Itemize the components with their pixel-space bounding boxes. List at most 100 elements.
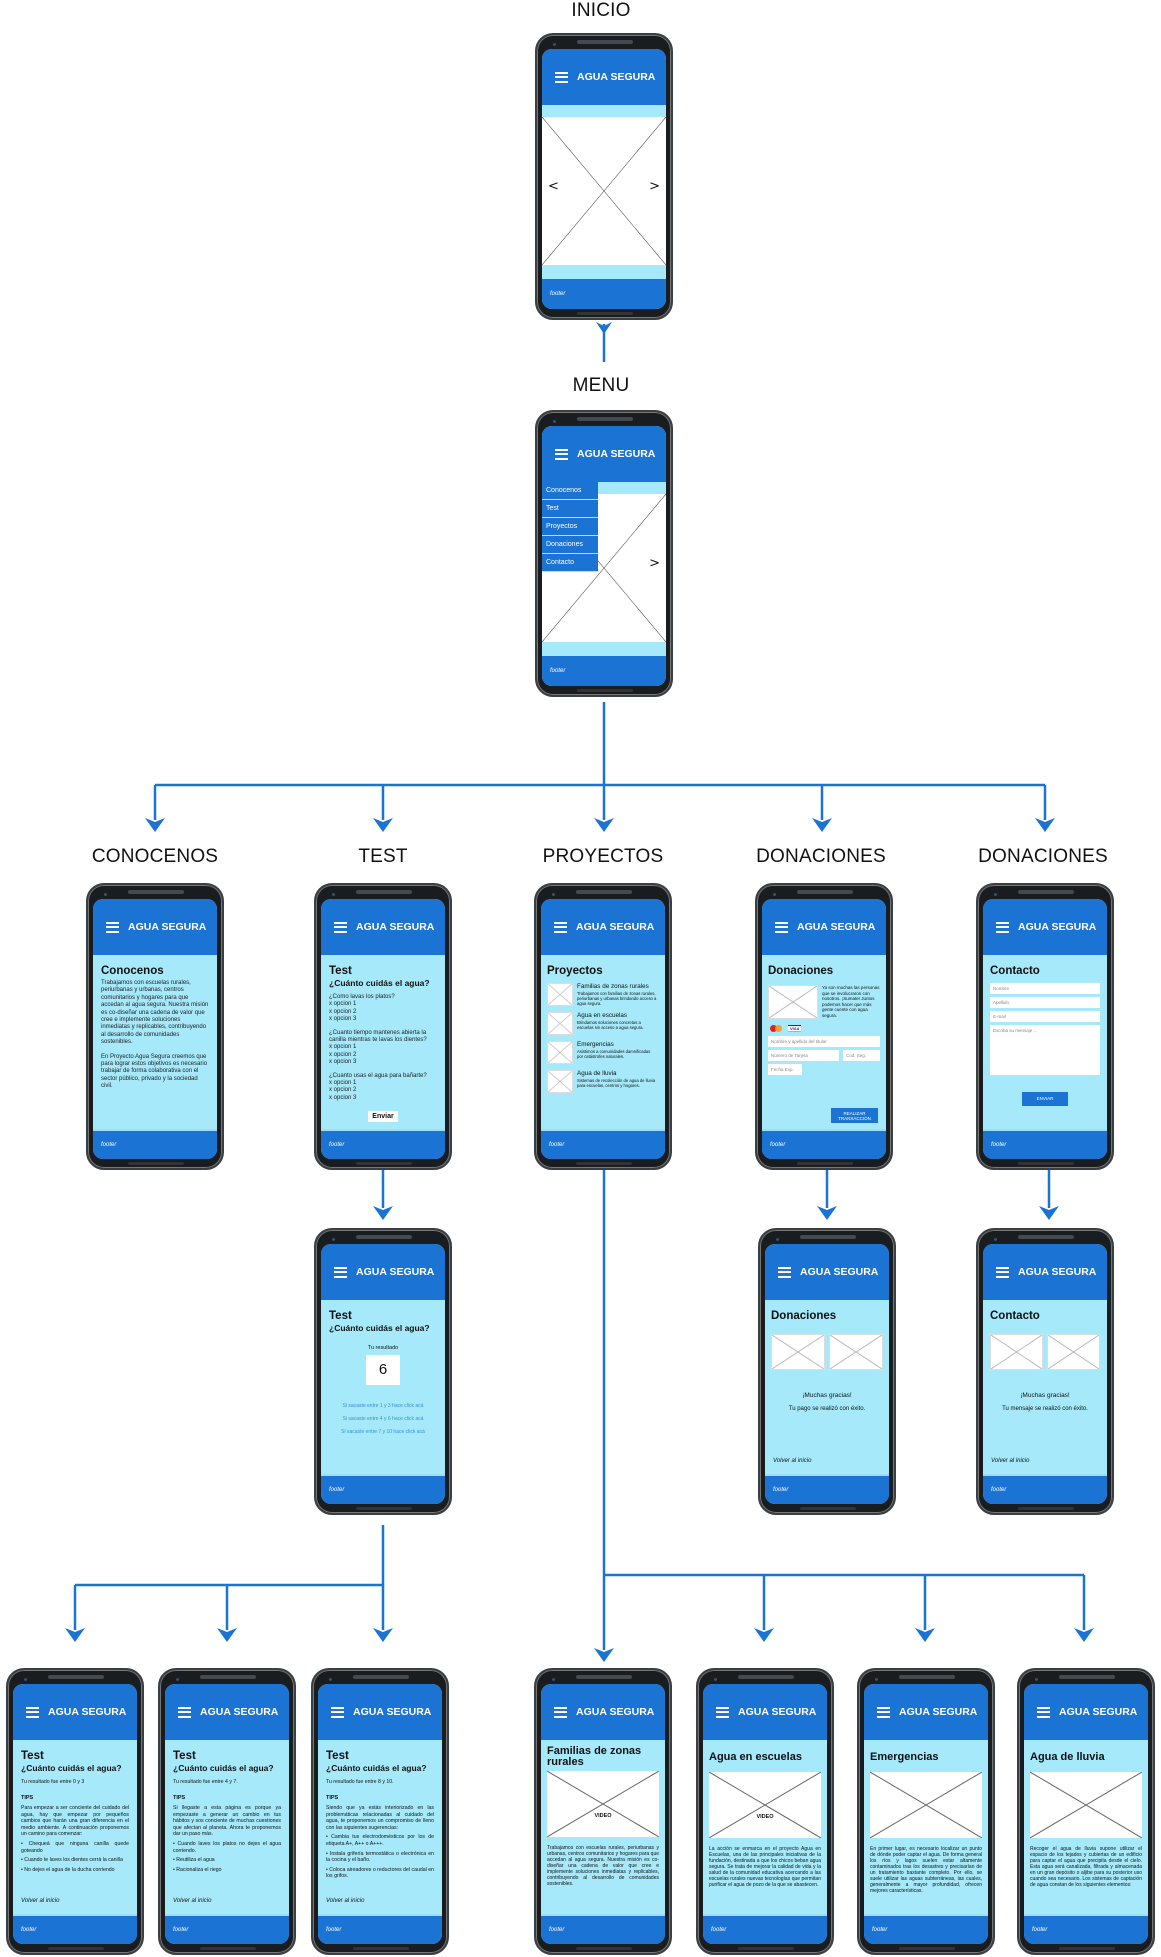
brand-title: AGUA SEGURA — [356, 1266, 435, 1278]
submit-transaction-button[interactable]: REALIZAR TRANSACCIÓN — [831, 1108, 878, 1123]
carousel-next-icon[interactable]: > — [649, 556, 660, 572]
back-home-link[interactable]: Volver al inicio — [773, 1458, 812, 1464]
label-test: TEST — [358, 846, 408, 867]
message-textarea[interactable]: Escriba su mensaje ... — [990, 1025, 1100, 1075]
hamburger-icon[interactable] — [775, 921, 788, 933]
option-radio[interactable]: x opcion 2 — [329, 1087, 357, 1094]
expiry-date-input[interactable]: Fecha Exp. — [768, 1064, 802, 1075]
footer: footer — [93, 1129, 217, 1159]
page-title: Test — [329, 965, 352, 977]
menu-item-proyectos[interactable]: Proyectos — [542, 518, 598, 536]
cardholder-name-input[interactable]: Nombre y apellido del titular — [768, 1036, 880, 1047]
submit-button[interactable]: Enviar — [368, 1111, 398, 1123]
page-title: Donaciones — [768, 965, 834, 977]
first-name-input[interactable]: Nombre — [990, 983, 1100, 994]
result-link-4-6[interactable]: Si sacaste entre 4 y 6 hace click acá — [342, 1416, 424, 1422]
result-range: Tu resultado fue entre 8 y 10. — [326, 1779, 394, 1785]
label-conocenos: CONOCENOS — [91, 846, 219, 867]
project-name: Emergencias — [577, 1041, 614, 1048]
menu-item-test[interactable]: Test — [542, 500, 598, 518]
project-list-item[interactable]: Familias de zonas rurales Trabajamos con… — [547, 983, 657, 1006]
project-list-item[interactable]: Agua de lluvia Sistemas de recolección d… — [547, 1070, 657, 1093]
hamburger-icon[interactable] — [334, 921, 347, 933]
hamburger-icon[interactable] — [106, 921, 119, 933]
phone-donaciones: AGUA SEGURA Donaciones Ya son muchas las… — [755, 883, 893, 1170]
footer: footer — [762, 1129, 886, 1159]
footer: footer — [321, 1129, 445, 1159]
menu-item-contacto[interactable]: Contacto — [542, 554, 598, 572]
about-paragraph-1: Trabajamos con escuelas rurales, periurb… — [101, 980, 209, 1046]
menu-item-conocenos[interactable]: Conocenos — [542, 482, 598, 500]
app-header: AGUA SEGURA — [541, 1684, 665, 1740]
footer: footer — [542, 279, 666, 309]
project-thumbnail — [547, 1041, 573, 1064]
carousel-prev-icon[interactable]: < — [548, 179, 559, 195]
option-radio[interactable]: x opcion 3 — [329, 1094, 357, 1101]
phone-contacto-ok: AGUA SEGURA Contacto ¡Muchas gracias! Tu… — [976, 1228, 1114, 1515]
project-list-item[interactable]: Emergencias Asistimos a comunidades damn… — [547, 1041, 657, 1064]
hamburger-icon[interactable] — [178, 1706, 191, 1718]
option-radio[interactable]: x opcion 1 — [329, 1044, 357, 1051]
video-placeholder[interactable] — [1030, 1772, 1142, 1838]
tip-item: • Cuando te laves los dientes cerrá la c… — [21, 1857, 123, 1864]
menu-item-donaciones[interactable]: Donaciones — [542, 536, 598, 554]
tips-intro: Para empezar a ser conciente del cuidado… — [21, 1805, 129, 1838]
tip-item: • Racionaliza el riego — [173, 1866, 222, 1873]
hamburger-icon[interactable] — [334, 1266, 347, 1278]
app-header: AGUA SEGURA — [318, 1684, 442, 1740]
carousel-placeholder: < > — [542, 117, 666, 265]
question-3: ¿Cuanto usas el agua para bañarte? x opc… — [329, 1073, 437, 1103]
video-placeholder[interactable]: VIDEO — [547, 1771, 659, 1837]
back-home-link[interactable]: Volver al inicio — [991, 1458, 1030, 1464]
hamburger-icon[interactable] — [996, 921, 1009, 933]
video-placeholder[interactable]: VIDEO — [709, 1772, 821, 1838]
hamburger-icon[interactable] — [555, 448, 568, 460]
result-link-1-3[interactable]: Si sacaste entre 1 y 3 hace click acá — [342, 1403, 424, 1409]
project-list-item[interactable]: Agua en escuelas Brindamos soluciones co… — [547, 1012, 657, 1035]
hamburger-icon[interactable] — [996, 1266, 1009, 1278]
footer: footer — [321, 1474, 445, 1504]
brand-title: AGUA SEGURA — [128, 921, 207, 933]
hamburger-icon[interactable] — [554, 921, 567, 933]
page-title: Emergencias — [870, 1751, 939, 1763]
page-subtitle: ¿Cuánto cuidás el agua? — [329, 978, 430, 988]
option-radio[interactable]: x opcion 2 — [329, 1008, 357, 1015]
video-placeholder[interactable] — [870, 1772, 982, 1838]
back-home-link[interactable]: Volver al inicio — [173, 1898, 212, 1904]
option-radio[interactable]: x opcion 1 — [329, 1001, 357, 1008]
hamburger-icon[interactable] — [554, 1706, 567, 1718]
hamburger-icon[interactable] — [331, 1706, 344, 1718]
hamburger-icon[interactable] — [1037, 1706, 1050, 1718]
hamburger-icon[interactable] — [778, 1266, 791, 1278]
app-header: AGUA SEGURA — [321, 899, 445, 955]
send-button[interactable]: ENVIAR — [1022, 1091, 1068, 1106]
hamburger-icon[interactable] — [555, 71, 568, 83]
email-input[interactable]: E-mail — [990, 1011, 1100, 1022]
hamburger-icon[interactable] — [26, 1706, 39, 1718]
card-number-input[interactable]: Número de Tarjeta — [768, 1050, 839, 1061]
back-home-link[interactable]: Volver al inicio — [326, 1898, 365, 1904]
last-name-input[interactable]: Apellido — [990, 997, 1100, 1008]
result-link-7-10[interactable]: Si sacaste entre 7 y 10 hace click acá — [341, 1429, 425, 1435]
image-placeholder — [771, 1334, 825, 1370]
thanks-message: ¡Muchas gracias! — [1020, 1392, 1070, 1399]
security-code-input[interactable]: Cod. Seg. — [843, 1050, 880, 1061]
brand-title: AGUA SEGURA — [576, 921, 655, 933]
option-radio[interactable]: x opcion 3 — [329, 1059, 357, 1066]
hamburger-icon[interactable] — [877, 1706, 890, 1718]
page-title: Test — [326, 1750, 349, 1762]
option-radio[interactable]: x opcion 1 — [329, 1080, 357, 1087]
video-label: VIDEO — [756, 1814, 774, 1821]
brand-title: AGUA SEGURA — [1018, 921, 1097, 933]
option-radio[interactable]: x opcion 2 — [329, 1051, 357, 1058]
page-title: Test — [173, 1750, 196, 1762]
project-name: Agua en escuelas — [577, 1012, 628, 1019]
hamburger-icon[interactable] — [716, 1706, 729, 1718]
back-home-link[interactable]: Volver al inicio — [21, 1898, 60, 1904]
footer: footer — [541, 1129, 665, 1159]
option-radio[interactable]: x opcion 3 — [329, 1016, 357, 1023]
carousel-next-icon[interactable]: > — [649, 179, 660, 195]
brand-title: AGUA SEGURA — [1018, 1266, 1097, 1278]
tips-intro: Si llegaste a esta página es porque ya e… — [173, 1805, 281, 1838]
brand-title: AGUA SEGURA — [899, 1706, 978, 1718]
